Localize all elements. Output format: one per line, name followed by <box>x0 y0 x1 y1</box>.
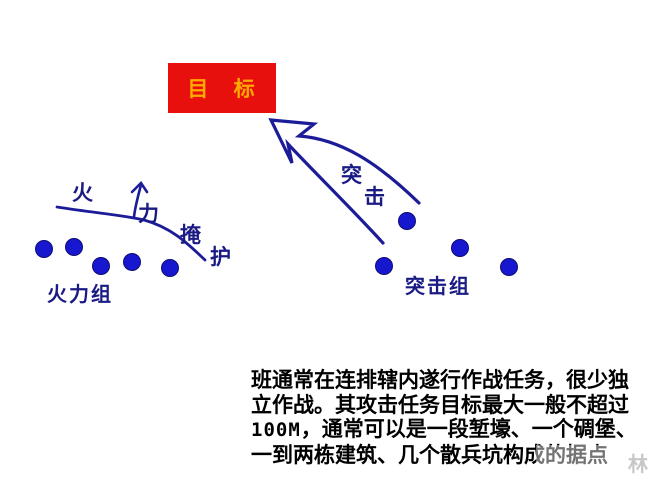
cover-char-top-label: 掩 <box>180 223 201 247</box>
paragraph-line-3-rest: ，通常可以是一段堑壕、一个碉堡、 <box>300 417 637 442</box>
soldier-dot <box>92 257 110 275</box>
soldier-dot <box>65 238 83 256</box>
fire-char-label: 火 <box>72 181 93 205</box>
assault-arrow <box>268 118 421 245</box>
soldier-dot <box>451 239 469 257</box>
soldier-dot <box>500 258 518 276</box>
force-char-label: 力 <box>138 202 159 226</box>
soldier-dot <box>375 257 393 275</box>
cover-char-bottom-label: 护 <box>210 245 231 269</box>
assault-char-top-label: 突 <box>341 163 362 187</box>
description-paragraph: 班通常在连排辖内遂行作战任务，很少独 立作战。其攻击任务目标最大一般不超过 10… <box>251 368 655 467</box>
soldier-dot <box>161 259 179 277</box>
soldier-dot <box>398 212 416 230</box>
distance-value: 100M <box>251 419 301 442</box>
watermark-overlay <box>536 445 636 471</box>
paragraph-line-2: 立作战。其攻击任务目标最大一般不超过 <box>251 392 629 417</box>
assault-group-label: 突击组 <box>405 276 471 298</box>
soldier-dot <box>123 253 141 271</box>
fire-group-label: 火力组 <box>47 284 113 306</box>
fire-arrow <box>132 183 143 219</box>
paragraph-line-3: 100M，通常可以是一段堑壕、一个碉堡、 <box>251 417 655 443</box>
fire-arrow-head <box>130 180 149 194</box>
assault-char-bottom-label: 击 <box>364 185 385 209</box>
target-label: 目 标 <box>187 77 257 101</box>
paragraph-line-4: 一到两栋建筑、几个散兵坑构成的据点 <box>251 442 608 467</box>
cover-curve <box>55 205 207 262</box>
target-box: 目 标 <box>168 63 276 113</box>
soldier-dot <box>35 240 53 258</box>
paragraph-line-1: 班通常在连排辖内遂行作战任务，很少独 <box>251 368 629 392</box>
watermark-text: 林 <box>628 454 652 476</box>
